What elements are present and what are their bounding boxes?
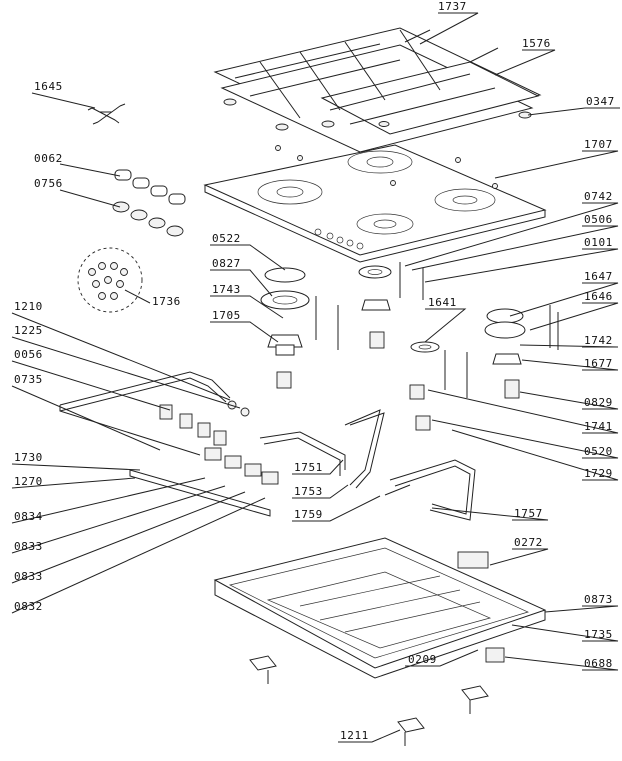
label-0756: 0756 — [34, 177, 63, 190]
label-1743: 1743 — [212, 283, 241, 296]
label-0833-second: 0833 — [14, 570, 43, 583]
label-1736: 1736 — [152, 295, 181, 308]
label-0347: 0347 — [586, 95, 615, 108]
label-1705: 1705 — [212, 309, 241, 322]
label-0873: 0873 — [584, 593, 613, 606]
label-1270: 1270 — [14, 475, 43, 488]
label-1646: 1646 — [584, 290, 613, 303]
label-0832: 0832 — [14, 600, 43, 613]
label-0833-first: 0833 — [14, 540, 43, 553]
label-0522: 0522 — [212, 232, 241, 245]
label-1641: 1641 — [428, 296, 457, 309]
bottom-parts — [249, 551, 505, 746]
label-0829: 0829 — [584, 396, 613, 409]
label-1645: 1645 — [34, 80, 63, 93]
label-1753: 1753 — [294, 485, 323, 498]
label-0742: 0742 — [584, 190, 613, 203]
part-labels: 1737 1576 1645 0347 0062 0756 1707 0742 … — [14, 0, 615, 742]
cooktop-plate — [203, 144, 547, 263]
label-1737: 1737 — [438, 0, 467, 13]
label-1751: 1751 — [294, 461, 323, 474]
label-0209: 0209 — [408, 653, 437, 666]
label-1735: 1735 — [584, 628, 613, 641]
label-0062: 0062 — [34, 152, 63, 165]
label-0101: 0101 — [584, 236, 613, 249]
label-1707: 1707 — [584, 138, 613, 151]
label-0688: 0688 — [584, 657, 613, 670]
label-1210: 1210 — [14, 300, 43, 313]
label-0056: 0056 — [14, 348, 43, 361]
label-1742: 1742 — [584, 334, 613, 347]
part-1645-clip — [87, 103, 126, 125]
burner-center — [358, 262, 424, 349]
label-0506: 0506 — [584, 213, 613, 226]
label-1729: 1729 — [584, 467, 613, 480]
burner-left — [260, 267, 339, 389]
label-1741: 1741 — [584, 420, 613, 433]
label-0834: 0834 — [14, 510, 43, 523]
burner-right — [409, 305, 559, 431]
label-0272: 0272 — [514, 536, 543, 549]
label-1225: 1225 — [14, 324, 43, 337]
leader-lines — [11, 12, 620, 743]
knobs — [112, 169, 186, 237]
base-tray — [213, 537, 547, 679]
label-1211: 1211 — [340, 729, 369, 742]
label-1759: 1759 — [294, 508, 323, 521]
label-1576: 1576 — [522, 37, 551, 50]
label-0827: 0827 — [212, 257, 241, 270]
label-0520: 0520 — [584, 445, 613, 458]
pan-support-grates — [213, 27, 542, 153]
label-1757: 1757 — [514, 507, 543, 520]
label-0735: 0735 — [14, 373, 43, 386]
injector-set — [77, 247, 143, 313]
label-1647: 1647 — [584, 270, 613, 283]
gas-ramp — [129, 400, 279, 517]
label-1730: 1730 — [14, 451, 43, 464]
label-1677: 1677 — [584, 357, 613, 370]
